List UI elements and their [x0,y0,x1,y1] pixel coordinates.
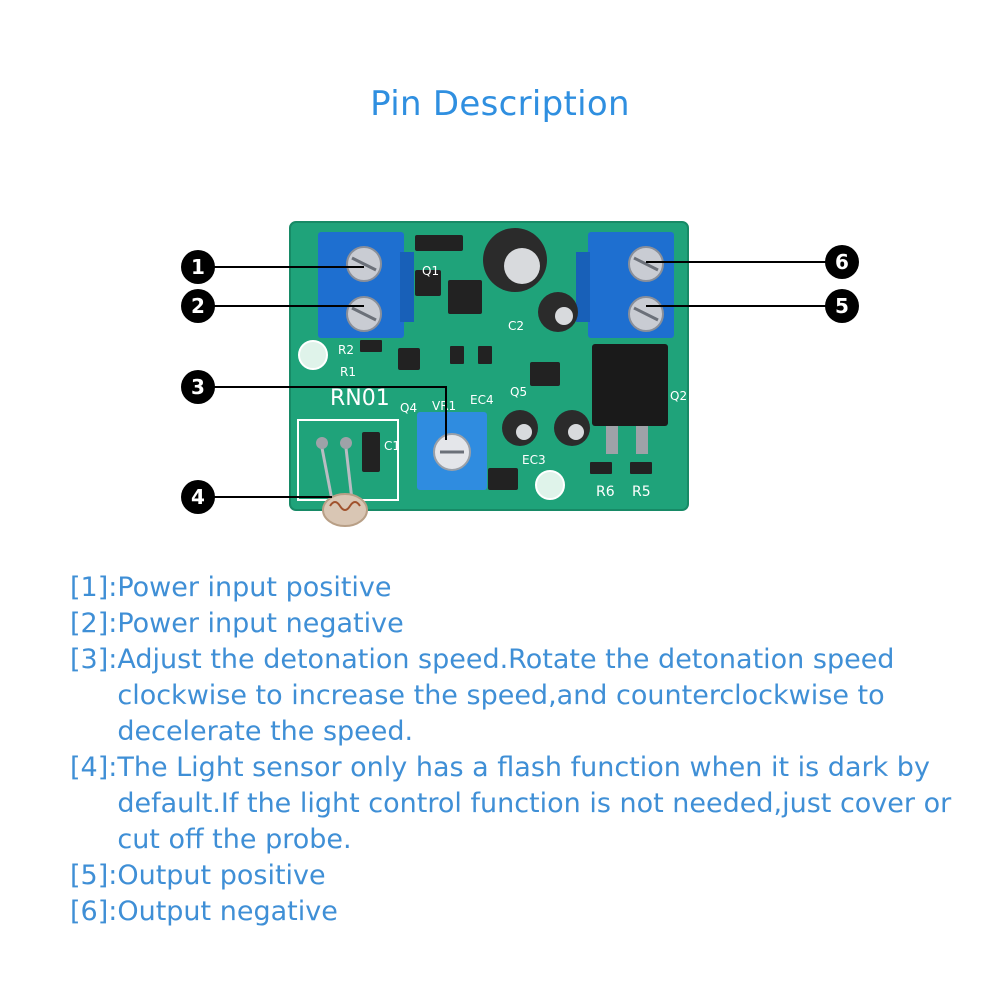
pin-text: Output negative [117,896,338,927]
mosfet-q2 [592,344,668,454]
pin-key: [1]: [70,572,118,603]
svg-text:2: 2 [191,294,205,318]
callout-5: 5 [825,289,859,323]
pcb-illustration: RN01 Q1 Q2 Q4 Q5 VR1 EC3 EC4 R1 R2 R5 R6… [181,221,859,527]
smd-components [360,235,652,490]
callout-6: 6 [825,245,859,279]
pin-item: [1]: Power input positive [70,570,970,606]
silk-q4: Q4 [400,401,417,415]
pin-item: [5]: Output positive [70,858,970,894]
silk-q1: Q1 [422,264,439,278]
pcb-diagram: RN01 Q1 Q2 Q4 Q5 VR1 EC3 EC4 R1 R2 R5 R6… [0,200,1000,540]
mount-hole [298,340,328,370]
silk-vr1: VR1 [432,399,456,413]
mount-hole [535,470,565,500]
page-title: Pin Description [370,84,630,124]
pin-item: [3]: Adjust the detonation speed.Rotate … [70,642,970,750]
callout-lines [198,261,842,498]
silk-r1: R1 [340,365,356,379]
callout-1: 1 [181,250,215,284]
pin-item: [2]: Power input negative [70,606,970,642]
pin-key: [2]: [70,608,118,639]
silk-q2: Q2 [670,389,687,403]
pin-text: Adjust the detonation speed.Rotate the d… [117,644,895,747]
pin-text: The Light sensor only has a flash functi… [117,752,952,855]
callout-2: 2 [181,289,215,323]
light-sensor [316,437,368,527]
pin-key: [4]: [70,752,118,783]
electrolytic-capacitors [483,228,590,446]
callout-3: 3 [181,370,215,404]
pin-text: Power input positive [117,572,392,603]
svg-text:5: 5 [835,294,849,318]
pin-text: Power input negative [117,608,404,639]
silk-c2: C2 [508,319,524,333]
pin-description-list: [1]: Power input positive [2]: Power inp… [70,570,970,930]
silk-r5: R5 [632,484,651,500]
svg-text:6: 6 [835,250,849,274]
silk-ec3: EC3 [522,453,546,467]
pin-item: [6]: Output negative [70,894,970,930]
silk-r6: R6 [596,484,615,500]
board-label: RN01 [330,386,390,411]
svg-text:4: 4 [191,485,205,509]
output-terminal-block [576,232,674,338]
silk-c1: C1 [384,439,400,453]
input-terminal-block [318,232,414,338]
pin-item: [4]: The Light sensor only has a flash f… [70,750,970,858]
pin-key: [5]: [70,860,118,891]
pin-text: Output positive [117,860,326,891]
callout-4: 4 [181,480,215,514]
svg-text:3: 3 [191,375,205,399]
pin-key: [6]: [70,896,118,927]
silk-ec4: EC4 [470,393,494,407]
silk-r2: R2 [338,343,354,357]
pin-key: [3]: [70,644,118,675]
svg-text:1: 1 [191,255,205,279]
silk-q5: Q5 [510,385,527,399]
potentiometer-vr1 [417,412,487,490]
